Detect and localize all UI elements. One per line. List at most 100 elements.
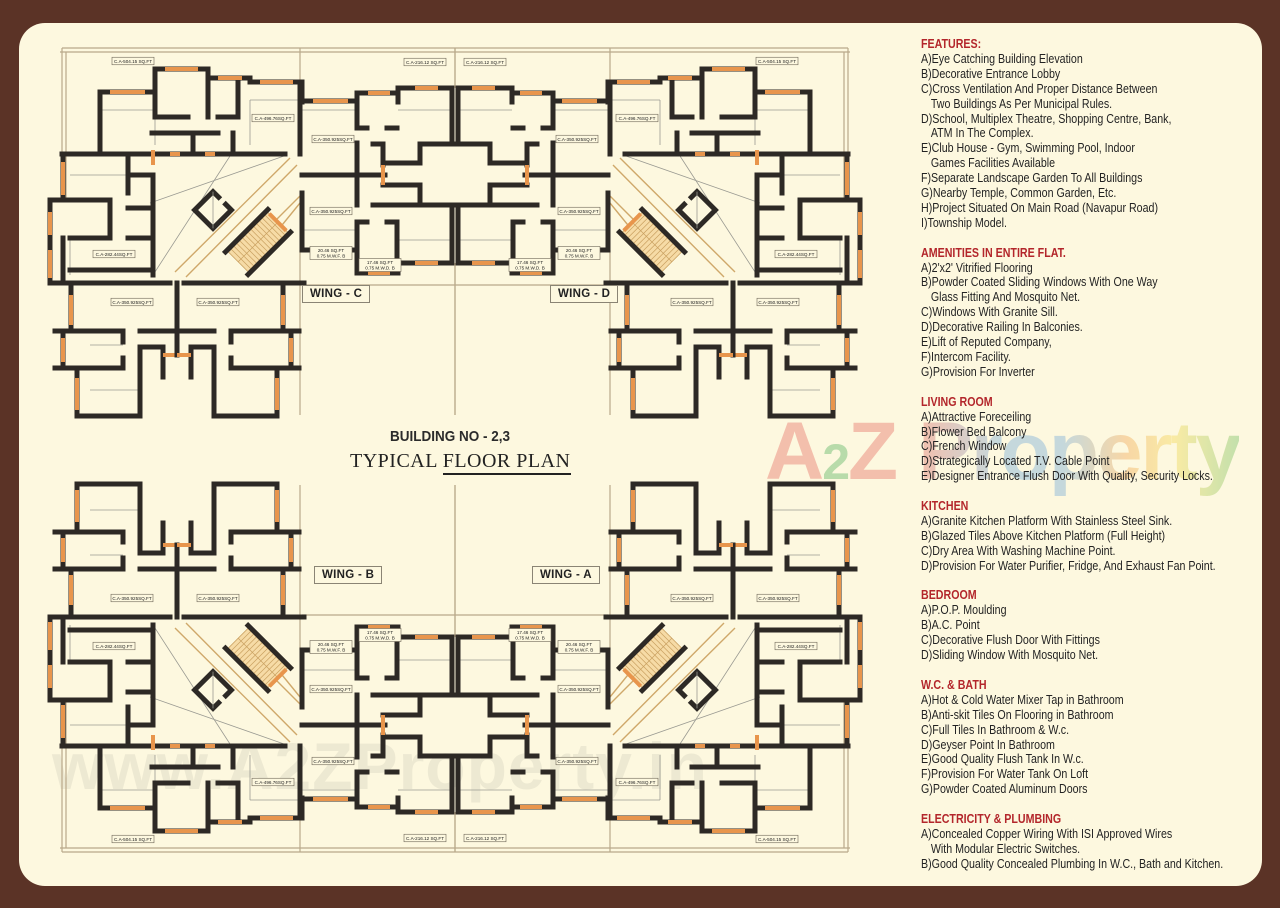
area-label-box — [251, 777, 295, 787]
area-label-box — [670, 297, 714, 307]
list-item-continued: With Modular Electric Switches. — [930, 840, 1081, 856]
area-label: 17.46 SQ.FT — [517, 260, 543, 265]
area-label-box — [403, 57, 447, 67]
area-label: C.A-282.44SQ.FT — [96, 644, 133, 649]
plan-title-prefix: TYPICAL — [350, 450, 438, 472]
area-label: C.A-350.925SQ.FT — [198, 300, 238, 305]
area-label: 0.75 M.W.F. B — [317, 254, 346, 259]
area-label: C.A-216.12 SQ.FT — [406, 836, 444, 841]
area-label: C.A-282.44SQ.FT — [778, 644, 815, 649]
area-label: 17.46 SQ.FT — [517, 630, 543, 635]
list-item: E)Designer Entrance Flush Door With Qual… — [921, 468, 1213, 484]
list-item: A)2'x2' Vitrified Flooring — [921, 259, 1033, 275]
area-label: C.A-350.925SQ.FT — [672, 596, 712, 601]
section-kitchen: KITCHEN A)Granite Kitchen Platform With … — [921, 498, 1249, 574]
area-label-box — [251, 113, 295, 123]
list-item: D)School, Multiplex Theatre, Shopping Ce… — [921, 110, 1172, 126]
area-label: 20.46 SQ.FT — [318, 642, 344, 647]
area-label-box — [358, 258, 402, 272]
area-label-box — [311, 756, 355, 766]
section-electricity-plumbing: ELECTRICITY & PLUMBING A)Concealed Coppe… — [921, 811, 1249, 872]
area-label: 0.75 M.W.D. B — [515, 266, 545, 271]
area-label: C.A-350.925SQ.FT — [758, 300, 798, 305]
area-label-box — [309, 246, 353, 260]
area-label-box — [557, 684, 601, 694]
area-label-box — [463, 833, 507, 843]
area-label-box — [309, 640, 353, 654]
section-amenities: AMENITIES IN ENTIRE FLAT. A)2'x2' Vitrif… — [921, 244, 1249, 380]
area-label: C.A-350.925SQ.FT — [559, 687, 599, 692]
list-item: H)Project Situated On Main Road (Navapur… — [921, 199, 1159, 215]
area-label-box — [774, 249, 818, 259]
list-item: C)French Window — [921, 438, 1007, 454]
corridor-line — [149, 155, 285, 276]
section-heading: AMENITIES IN ENTIRE FLAT. — [921, 244, 1066, 260]
area-label: 0.75 M.W.D. B — [365, 636, 395, 641]
section-heading: BEDROOM — [921, 587, 977, 603]
lift-shaft — [191, 188, 235, 232]
area-label: C.A-504.15 SQ.FT — [114, 59, 152, 64]
central-block-walls — [299, 79, 458, 276]
area-label-box — [756, 297, 800, 307]
area-label: C.A-350.925SQ.FT — [557, 759, 597, 764]
area-label-box — [756, 593, 800, 603]
area-label: C.A-282.44SQ.FT — [96, 252, 133, 257]
section-heading: KITCHEN — [921, 498, 969, 514]
list-item-continued: Glass Fitting And Mosquito Net. — [930, 289, 1081, 305]
specifications-column: FEATURES: A)Eye Catching Building Elevat… — [921, 36, 1249, 887]
list-item: B)Powder Coated Sliding Windows With One… — [921, 274, 1158, 290]
wing-c-label: WING - C — [302, 285, 371, 303]
area-labels: C.A-504.15 SQ.FTC.A-496.76SQ.FTC.A-216.1… — [92, 56, 818, 844]
list-item: I)Township Model. — [921, 214, 1007, 230]
list-item: B)Glazed Tiles Above Kitchen Platform (F… — [921, 527, 1166, 543]
area-label: 0.75 M.W.F. B — [565, 254, 594, 259]
quarter-plan-wing-a — [455, 484, 860, 852]
wing-d-label: WING - D — [550, 285, 619, 303]
area-label: 20.46 SQ.FT — [566, 642, 592, 647]
list-item: C)Decorative Flush Door With Fittings — [921, 632, 1100, 648]
area-label: C.A-350.925SQ.FT — [313, 137, 353, 142]
area-label: C.A-504.15 SQ.FT — [114, 837, 152, 842]
unit-walls — [47, 66, 303, 286]
area-label-box — [92, 641, 136, 651]
area-label-box — [557, 640, 601, 654]
list-item: E)Lift of Reputed Company, — [921, 334, 1052, 350]
area-label: C.A-350.925SQ.FT — [198, 596, 238, 601]
area-label: C.A-350.925SQ.FT — [311, 209, 351, 214]
list-item: D)Provision For Water Purifier, Fridge, … — [921, 557, 1216, 573]
area-label: C.A-504.15 SQ.FT — [758, 59, 796, 64]
area-label-box — [555, 134, 599, 144]
area-label: C.A-350.925SQ.FT — [559, 209, 599, 214]
staircase — [221, 205, 295, 279]
area-label: 20.46 SQ.FT — [318, 248, 344, 253]
area-label-box — [311, 134, 355, 144]
list-item: C)Windows With Granite Sill. — [921, 304, 1058, 320]
area-label: C.A-350.925SQ.FT — [311, 687, 351, 692]
area-label-box — [670, 593, 714, 603]
area-label-box — [196, 593, 240, 603]
area-label: 0.75 M.W.F. B — [317, 648, 346, 653]
area-label: 20.46 SQ.FT — [566, 248, 592, 253]
lower-unit — [47, 280, 180, 419]
area-label: C.A-350.925SQ.FT — [557, 137, 597, 142]
list-item: C)Cross Ventilation And Proper Distance … — [921, 80, 1158, 96]
area-label-box — [508, 258, 552, 272]
list-item: A)Attractive Foreceiling — [921, 408, 1032, 424]
section-heading: LIVING ROOM — [921, 393, 993, 409]
section-features: FEATURES: A)Eye Catching Building Elevat… — [921, 36, 1249, 231]
area-label-box — [615, 113, 659, 123]
area-label-box — [111, 56, 155, 66]
area-label: C.A-282.44SQ.FT — [778, 252, 815, 257]
area-label: 0.75 M.W.D. B — [515, 636, 545, 641]
list-item: G)Nearby Temple, Common Garden, Etc. — [921, 185, 1117, 201]
area-label: C.A-350.925SQ.FT — [112, 300, 152, 305]
area-label: C.A-216.12 SQ.FT — [466, 60, 504, 65]
area-label: C.A-350.925SQ.FT — [672, 300, 712, 305]
area-label-box — [403, 833, 447, 843]
area-label-box — [555, 756, 599, 766]
list-item: B)Anti-skit Tiles On Flooring in Bathroo… — [921, 706, 1114, 722]
list-item: B)Good Quality Concealed Plumbing In W.C… — [921, 855, 1224, 871]
wing-a-label: WING - A — [532, 566, 600, 584]
